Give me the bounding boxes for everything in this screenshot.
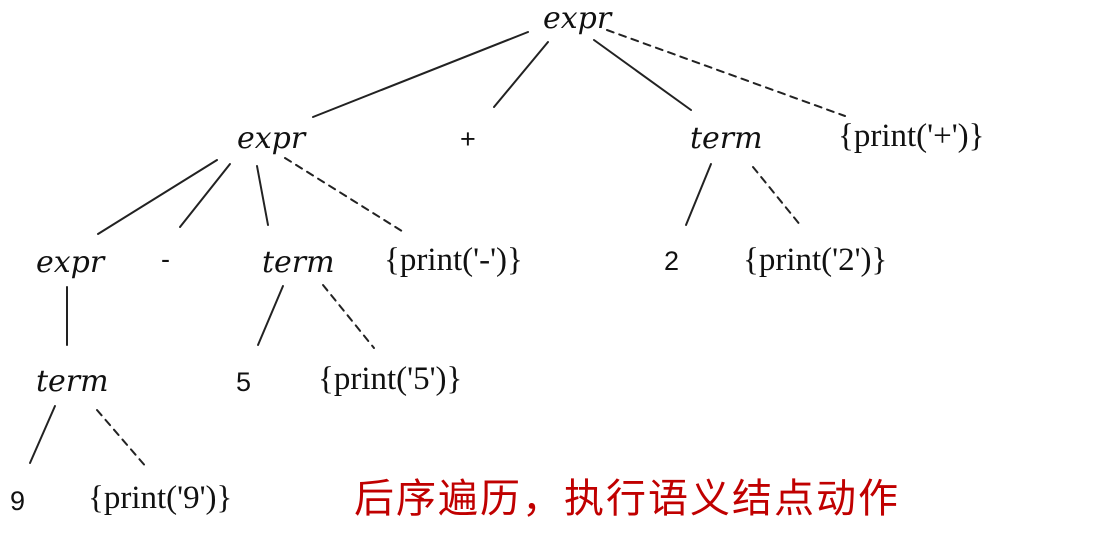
caption-postorder-traversal: 后序遍历，执行语义结点动作 — [354, 476, 900, 522]
node-expr: expr — [36, 245, 105, 280]
node-term: term — [262, 245, 335, 280]
action-print-nine: {print('9')} — [88, 480, 233, 516]
edge-root-to-term — [593, 39, 692, 111]
edge-term-to-print-two — [752, 166, 802, 227]
edge-expr-to-print-minus — [284, 157, 406, 234]
action-print-five: {print('5')} — [318, 361, 463, 397]
node-minus: - — [161, 244, 170, 274]
node-two: 2 — [664, 246, 680, 276]
edge-expr-to-minus — [179, 163, 231, 228]
action-print-minus: {print('-')} — [384, 242, 523, 278]
edge-root-to-expr — [312, 31, 529, 118]
edge-term-to-print-nine — [96, 409, 148, 469]
node-nine: 9 — [10, 486, 26, 516]
edge-term-to-nine — [29, 405, 56, 464]
edge-root-to-print-plus — [606, 29, 846, 117]
edge-term-to-print-five — [322, 284, 375, 349]
node-term: term — [690, 121, 763, 156]
edge-expr-to-expr — [97, 159, 218, 235]
node-five: 5 — [236, 367, 252, 397]
node-root-expr: expr — [543, 1, 612, 36]
edge-expr-to-term — [256, 165, 269, 226]
edge-term-to-five — [257, 285, 284, 346]
node-plus: + — [460, 124, 476, 154]
edge-root-to-plus — [493, 41, 549, 108]
node-term: term — [36, 364, 109, 399]
action-print-two: {print('2')} — [743, 242, 888, 278]
edge-term-to-two — [685, 163, 712, 226]
action-print-plus: {print('+')} — [838, 118, 985, 154]
node-expr: expr — [237, 121, 306, 156]
